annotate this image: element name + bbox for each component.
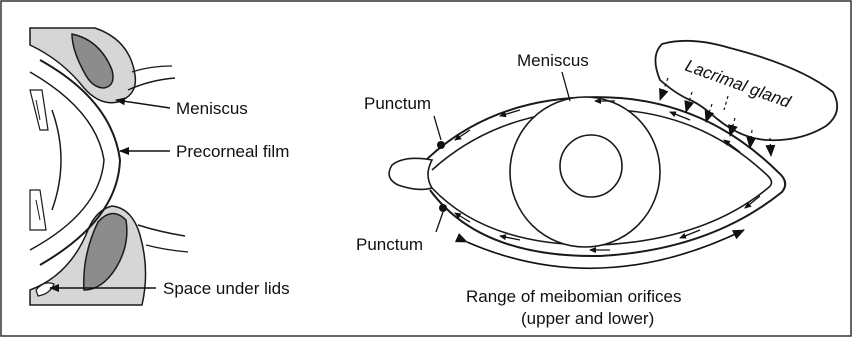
label-punctum-upper: Punctum [364,94,431,113]
punctum-upper-pointer [434,116,441,140]
lower-lid-skin-outer [146,245,188,252]
meniscus-pointer-right [562,72,570,101]
cross-section-diagram: Meniscus Precorneal film Space under lid… [30,28,290,305]
label-punctum-lower: Punctum [356,235,423,254]
label-meniscus-right: Meniscus [517,51,589,70]
lower-lid-skin [138,225,185,236]
label-meibomian-range: Range of meibomian orifices [466,287,681,306]
label-meibomian-range-sub: (upper and lower) [521,309,654,328]
label-precorneal-film: Precorneal film [176,142,289,161]
tear-flow-arrow [724,140,740,152]
upper-lid-skin-outer [132,66,172,72]
tear-flow-arrow [745,196,760,208]
punctum-lower-pointer [436,212,443,232]
pupil [560,135,622,197]
iris-upper [30,90,48,130]
label-meniscus-left: Meniscus [176,99,248,118]
meniscus-pointer [116,100,170,108]
caruncle [389,158,432,189]
frontal-eye-diagram: Lacrimal gland Meniscus Punctum Punctum … [356,41,837,328]
punctum-upper [437,141,445,149]
punctum-lower [439,204,447,212]
lens-edge [52,110,61,210]
label-space-under-lids: Space under lids [163,279,290,298]
